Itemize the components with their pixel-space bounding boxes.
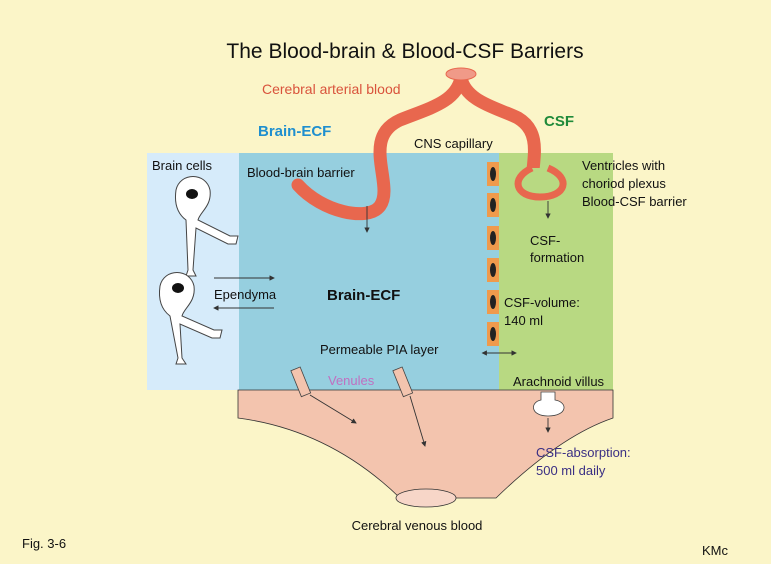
flow-arrows — [213, 201, 551, 447]
venule-tube — [392, 366, 414, 398]
neuron-lower — [159, 272, 223, 365]
label-csf-formation-1: CSF- — [530, 233, 560, 248]
label-cns-capillary: CNS capillary — [414, 136, 493, 151]
choroid-branch-right — [454, 71, 541, 177]
label-csf-volume-1: CSF-volume: — [504, 295, 580, 310]
brain-ecf-panel — [239, 153, 499, 390]
author-initials: KMc — [702, 543, 729, 558]
cell-nucleus — [490, 327, 496, 341]
arterial-vessels — [291, 71, 541, 221]
choroid-plexus-loop — [514, 164, 567, 201]
venule — [290, 366, 312, 398]
neuron-body — [175, 176, 239, 277]
arachnoid-villus — [533, 391, 565, 417]
venous-outlet — [395, 488, 457, 508]
cell-nucleus — [490, 295, 496, 309]
venules — [290, 366, 414, 398]
heading-csf: CSF — [544, 113, 574, 130]
cell-nucleus — [490, 263, 496, 277]
venule-tube — [290, 366, 312, 398]
neuron-nucleus — [186, 189, 198, 199]
label-arachnoid-villus: Arachnoid villus — [513, 374, 605, 389]
label-blood-csf-barrier: Blood-CSF barrier — [582, 194, 687, 209]
label-csf-formation-2: formation — [530, 250, 584, 265]
label-csf-absorption-1: CSF-absorption: — [536, 445, 631, 460]
capillary-branch-left — [291, 71, 468, 221]
label-cerebral-arterial-blood: Cerebral arterial blood — [262, 81, 401, 97]
label-brain-cells: Brain cells — [152, 158, 212, 173]
diagram-title: The Blood-brain & Blood-CSF Barriers — [226, 40, 583, 63]
label-csf-volume-2: 140 ml — [504, 313, 543, 328]
cell-nucleus — [490, 198, 496, 212]
label-venules: Venules — [328, 373, 375, 388]
arrow-venule-right — [409, 395, 427, 447]
label-cerebral-venous-blood: Cerebral venous blood — [352, 518, 483, 533]
figure-number: Fig. 3-6 — [22, 536, 66, 551]
label-ventricles: Ventricles with — [582, 158, 665, 173]
heading-brain-ecf: Brain-ECF — [258, 123, 331, 140]
label-permeable-pia: Permeable PIA layer — [320, 342, 439, 357]
venule — [392, 366, 414, 398]
neuron-upper — [175, 176, 239, 277]
label-brain-ecf-center: Brain-ECF — [327, 287, 400, 304]
neuron-nucleus — [172, 283, 184, 293]
cell-nucleus — [490, 167, 496, 181]
label-blood-brain-barrier: Blood-brain barrier — [247, 165, 355, 180]
arrow-venule-left — [309, 394, 357, 424]
label-ependyma: Ependyma — [214, 287, 277, 302]
endothelial-cells — [487, 162, 499, 346]
cell-nucleus — [490, 231, 496, 245]
artery-opening — [445, 67, 477, 81]
label-choriod-plexus: choriod plexus — [582, 176, 666, 191]
neuron-body — [159, 272, 223, 365]
label-csf-absorption-2: 500 ml daily — [536, 463, 606, 478]
